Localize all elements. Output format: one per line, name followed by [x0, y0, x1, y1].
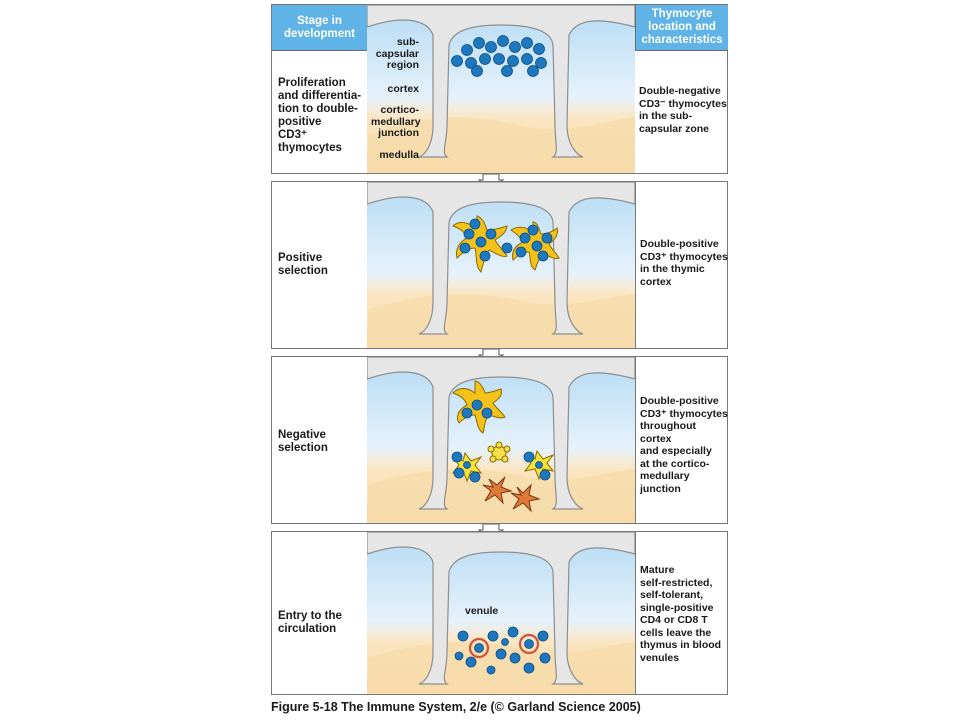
thymus-scene — [367, 357, 635, 523]
region-label-medulla: medulla — [379, 149, 419, 161]
location-description: Double-positive CD3⁺ thymocytes througho… — [640, 395, 728, 495]
region-label-cortex: cortex — [387, 83, 419, 95]
panel-entry-circulation: Entry to the circulation — [271, 531, 728, 695]
location-description: Mature self-restricted, self-tolerant, s… — [640, 564, 722, 664]
thymocytes — [459, 218, 553, 262]
location-description: Double-positive CD3⁺ thymocytes in the t… — [640, 238, 728, 288]
venule-1 — [468, 637, 490, 659]
thymus-illustration — [367, 182, 635, 348]
stage-label: Proliferation and differentia- tion to d… — [278, 77, 362, 154]
thymocyte-cluster — [451, 35, 547, 77]
septum-capsule — [367, 182, 635, 335]
stage-label: Positive selection — [278, 252, 328, 277]
thymocytes-cortex — [461, 399, 493, 419]
thymus-illustration — [367, 5, 635, 173]
panel-proliferation: Stage in development Proliferation and d… — [271, 4, 728, 174]
apoptotic-cell — [487, 441, 511, 463]
stage-header: Stage in development — [272, 5, 368, 51]
thymus-scene — [367, 182, 635, 348]
description-column: Double-positive CD3⁺ thymocytes in the t… — [635, 182, 729, 348]
description-column: Thymocyte location and characteristics D… — [635, 5, 728, 173]
septum-capsule — [367, 5, 635, 158]
panel-negative-selection: Negative selection — [271, 356, 728, 524]
location-description: Double-negative CD3⁻ thymocytes in the s… — [639, 85, 727, 135]
venule-label: venule — [465, 605, 499, 617]
stage-label: Negative selection — [278, 429, 328, 454]
macrophage-2 — [510, 483, 541, 513]
venule-2 — [518, 633, 540, 655]
region-label-subcapsular: sub- capsular region — [375, 36, 419, 71]
stage-column: Positive selection — [272, 182, 368, 348]
thymus-scene: venule — [367, 532, 635, 694]
thymus-scene: sub- capsular region cortex cortico- med… — [367, 5, 635, 173]
stage-column: Negative selection — [272, 357, 368, 523]
thymocytes-medulla — [451, 451, 551, 483]
thymus-illustration — [367, 357, 635, 523]
region-label-corticomedullary: cortico- medullary junction — [371, 104, 421, 139]
location-header: Thymocyte location and characteristics — [635, 5, 728, 51]
description-column: Mature self-restricted, self-tolerant, s… — [635, 532, 729, 694]
stage-label: Entry to the circulation — [278, 610, 342, 635]
description-column: Double-positive CD3⁺ thymocytes througho… — [635, 357, 729, 523]
single-positive-t-cells — [454, 626, 551, 675]
figure-caption: Figure 5-18 The Immune System, 2/e (© Ga… — [271, 700, 641, 714]
panel-positive-selection: Positive selection — [271, 181, 728, 349]
thymus-illustration — [367, 532, 635, 694]
stage-column: Entry to the circulation — [272, 532, 368, 694]
septum-capsule — [367, 532, 635, 685]
stage-column: Stage in development Proliferation and d… — [272, 5, 368, 173]
macrophage-1 — [482, 476, 513, 505]
septum-capsule — [367, 357, 635, 510]
